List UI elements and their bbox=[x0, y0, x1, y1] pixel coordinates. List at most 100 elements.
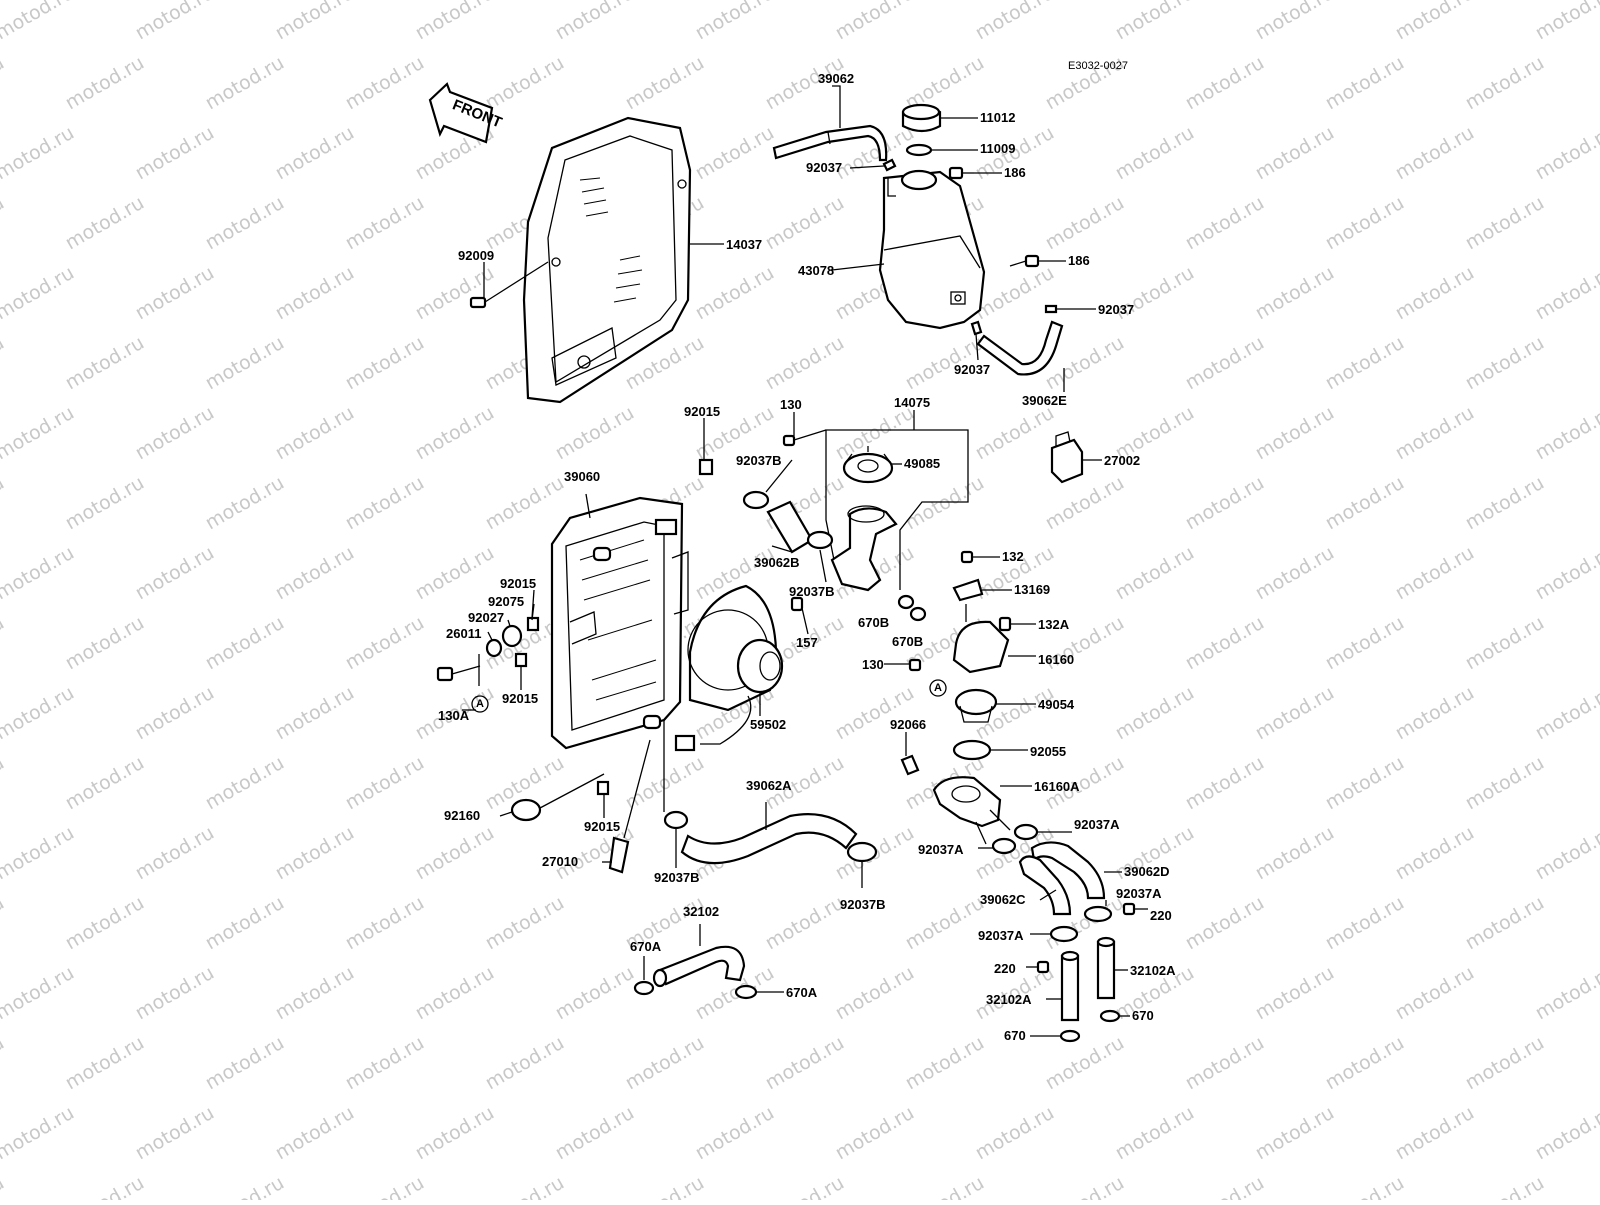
watermark-text: motod.ru bbox=[762, 892, 848, 955]
clip-92037-cap bbox=[884, 160, 895, 170]
watermark-text: motod.ru bbox=[342, 1032, 428, 1095]
watermark-text: motod.ru bbox=[342, 1172, 428, 1200]
watermark-text: motod.ru bbox=[622, 1032, 708, 1095]
callout-43078: 43078 bbox=[798, 264, 834, 278]
watermark-text: motod.ru bbox=[342, 472, 428, 535]
watermark-text: motod.ru bbox=[552, 402, 638, 465]
bolt-132A bbox=[1000, 618, 1010, 630]
watermark-text: motod.ru bbox=[1392, 262, 1478, 325]
callout-13169: 13169 bbox=[1014, 583, 1050, 597]
watermark-text: motod.ru bbox=[972, 0, 1058, 44]
callout-32102A-right: 32102A bbox=[1130, 964, 1176, 978]
o-ring-92055 bbox=[954, 741, 990, 759]
watermark-text: motod.ru bbox=[202, 332, 288, 395]
watermark-text: motod.ru bbox=[692, 0, 778, 44]
watermark-text: motod.ru bbox=[692, 262, 778, 325]
callout-92009: 92009 bbox=[458, 249, 494, 263]
watermark-text: motod.ru bbox=[902, 472, 988, 535]
watermark-text: motod.ru bbox=[1392, 682, 1478, 745]
watermark-text: motod.ru bbox=[832, 682, 918, 745]
o-ring-670A-1 bbox=[635, 982, 653, 994]
pipe-32102A-left bbox=[1062, 952, 1078, 1020]
callout-92027: 92027 bbox=[468, 611, 504, 625]
watermark-text: motod.ru bbox=[1462, 52, 1548, 115]
thermostat-cover-16160 bbox=[954, 604, 1008, 672]
watermark-text: motod.ru bbox=[132, 962, 218, 1025]
watermark-text: motod.ru bbox=[132, 402, 218, 465]
callout-27002: 27002 bbox=[1104, 454, 1140, 468]
callout-132: 132 bbox=[1002, 550, 1024, 564]
callout-186-top: 186 bbox=[1004, 166, 1026, 180]
clip-92015-bottom bbox=[598, 782, 608, 794]
watermark-text: motod.ru bbox=[1392, 122, 1478, 185]
callout-11009: 11009 bbox=[980, 142, 1015, 156]
clip-92037-bottom bbox=[972, 322, 981, 334]
watermark-text: motod.ru bbox=[0, 962, 78, 1025]
watermark-text: motod.ru bbox=[202, 752, 288, 815]
watermark-text: motod.ru bbox=[1182, 892, 1268, 955]
o-ring-670B-1 bbox=[899, 596, 913, 608]
callout-39062E: 39062E bbox=[1022, 394, 1067, 408]
watermark-text: motod.ru bbox=[272, 122, 358, 185]
watermark-text: motod.ru bbox=[482, 472, 568, 535]
callout-92015-left-1: 92015 bbox=[500, 577, 536, 591]
ref-A-left-label: A bbox=[476, 697, 484, 711]
watermark-text: motod.ru bbox=[552, 0, 638, 44]
watermark-text: motod.ru bbox=[482, 892, 568, 955]
bolt-130-mid bbox=[910, 660, 920, 670]
watermark-text: motod.ru bbox=[202, 52, 288, 115]
watermark-text: motod.ru bbox=[1322, 332, 1408, 395]
watermark-text: motod.ru bbox=[202, 192, 288, 255]
watermark-text: motod.ru bbox=[342, 192, 428, 255]
bolt-130-top bbox=[784, 430, 826, 445]
watermark-text: motod.ru bbox=[0, 892, 8, 955]
watermark-text: motod.ru bbox=[0, 682, 78, 745]
callout-14037: 14037 bbox=[726, 238, 762, 252]
callout-186-mid: 186 bbox=[1068, 254, 1090, 268]
watermark-text: motod.ru bbox=[972, 1102, 1058, 1165]
watermark-text: motod.ru bbox=[1042, 472, 1128, 535]
watermark-text: motod.ru bbox=[1042, 1172, 1128, 1200]
watermark-text: motod.ru bbox=[1252, 1102, 1338, 1165]
callout-39062D: 39062D bbox=[1124, 865, 1170, 879]
watermark-text: motod.ru bbox=[1462, 1172, 1548, 1200]
clip-92037-right bbox=[1046, 306, 1056, 312]
watermark-text: motod.ru bbox=[1462, 1032, 1548, 1095]
callout-39062: 39062 bbox=[818, 72, 854, 86]
watermark-text: motod.ru bbox=[1182, 1172, 1268, 1200]
watermark-text: motod.ru bbox=[1462, 612, 1548, 675]
clamp-92037A-3 bbox=[1085, 907, 1111, 921]
watermark-text: motod.ru bbox=[1252, 0, 1338, 44]
watermark-text: motod.ru bbox=[272, 1102, 358, 1165]
watermark-text: motod.ru bbox=[1532, 822, 1600, 885]
watermark-text: motod.ru bbox=[1182, 612, 1268, 675]
callout-130-top: 130 bbox=[780, 398, 802, 412]
watermark-text: motod.ru bbox=[132, 542, 218, 605]
watermark-text: motod.ru bbox=[0, 332, 8, 395]
watermark-text: motod.ru bbox=[622, 52, 708, 115]
watermark-text: motod.ru bbox=[1252, 262, 1338, 325]
clip-92015-left-2 bbox=[516, 654, 526, 666]
watermark-text: motod.ru bbox=[62, 612, 148, 675]
watermark-text: motod.ru bbox=[62, 192, 148, 255]
watermark-text: motod.ru bbox=[832, 0, 918, 44]
watermark-text: motod.ru bbox=[0, 612, 8, 675]
callout-32102A-left: 32102A bbox=[986, 993, 1032, 1007]
watermark-text: motod.ru bbox=[62, 332, 148, 395]
watermark-text: motod.ru bbox=[0, 192, 8, 255]
watermark-text: motod.ru bbox=[1252, 822, 1338, 885]
watermark-text: motod.ru bbox=[482, 52, 568, 115]
bolt-220-left bbox=[1038, 962, 1048, 972]
radiator-39060 bbox=[552, 498, 688, 748]
watermark-text: motod.ru bbox=[1532, 262, 1600, 325]
watermark-text: motod.ru bbox=[1182, 332, 1268, 395]
watermark-text: motod.ru bbox=[1252, 122, 1338, 185]
thermostat-housing-16160A bbox=[934, 777, 1010, 844]
watermark-text: motod.ru bbox=[1392, 402, 1478, 465]
watermark-text: motod.ru bbox=[1112, 682, 1198, 745]
watermark-text: motod.ru bbox=[0, 1172, 8, 1200]
callout-27010: 27010 bbox=[542, 855, 578, 869]
o-ring-670B-2 bbox=[911, 608, 925, 620]
watermark-text: motod.ru bbox=[202, 472, 288, 535]
watermark-text: motod.ru bbox=[1042, 1032, 1128, 1095]
